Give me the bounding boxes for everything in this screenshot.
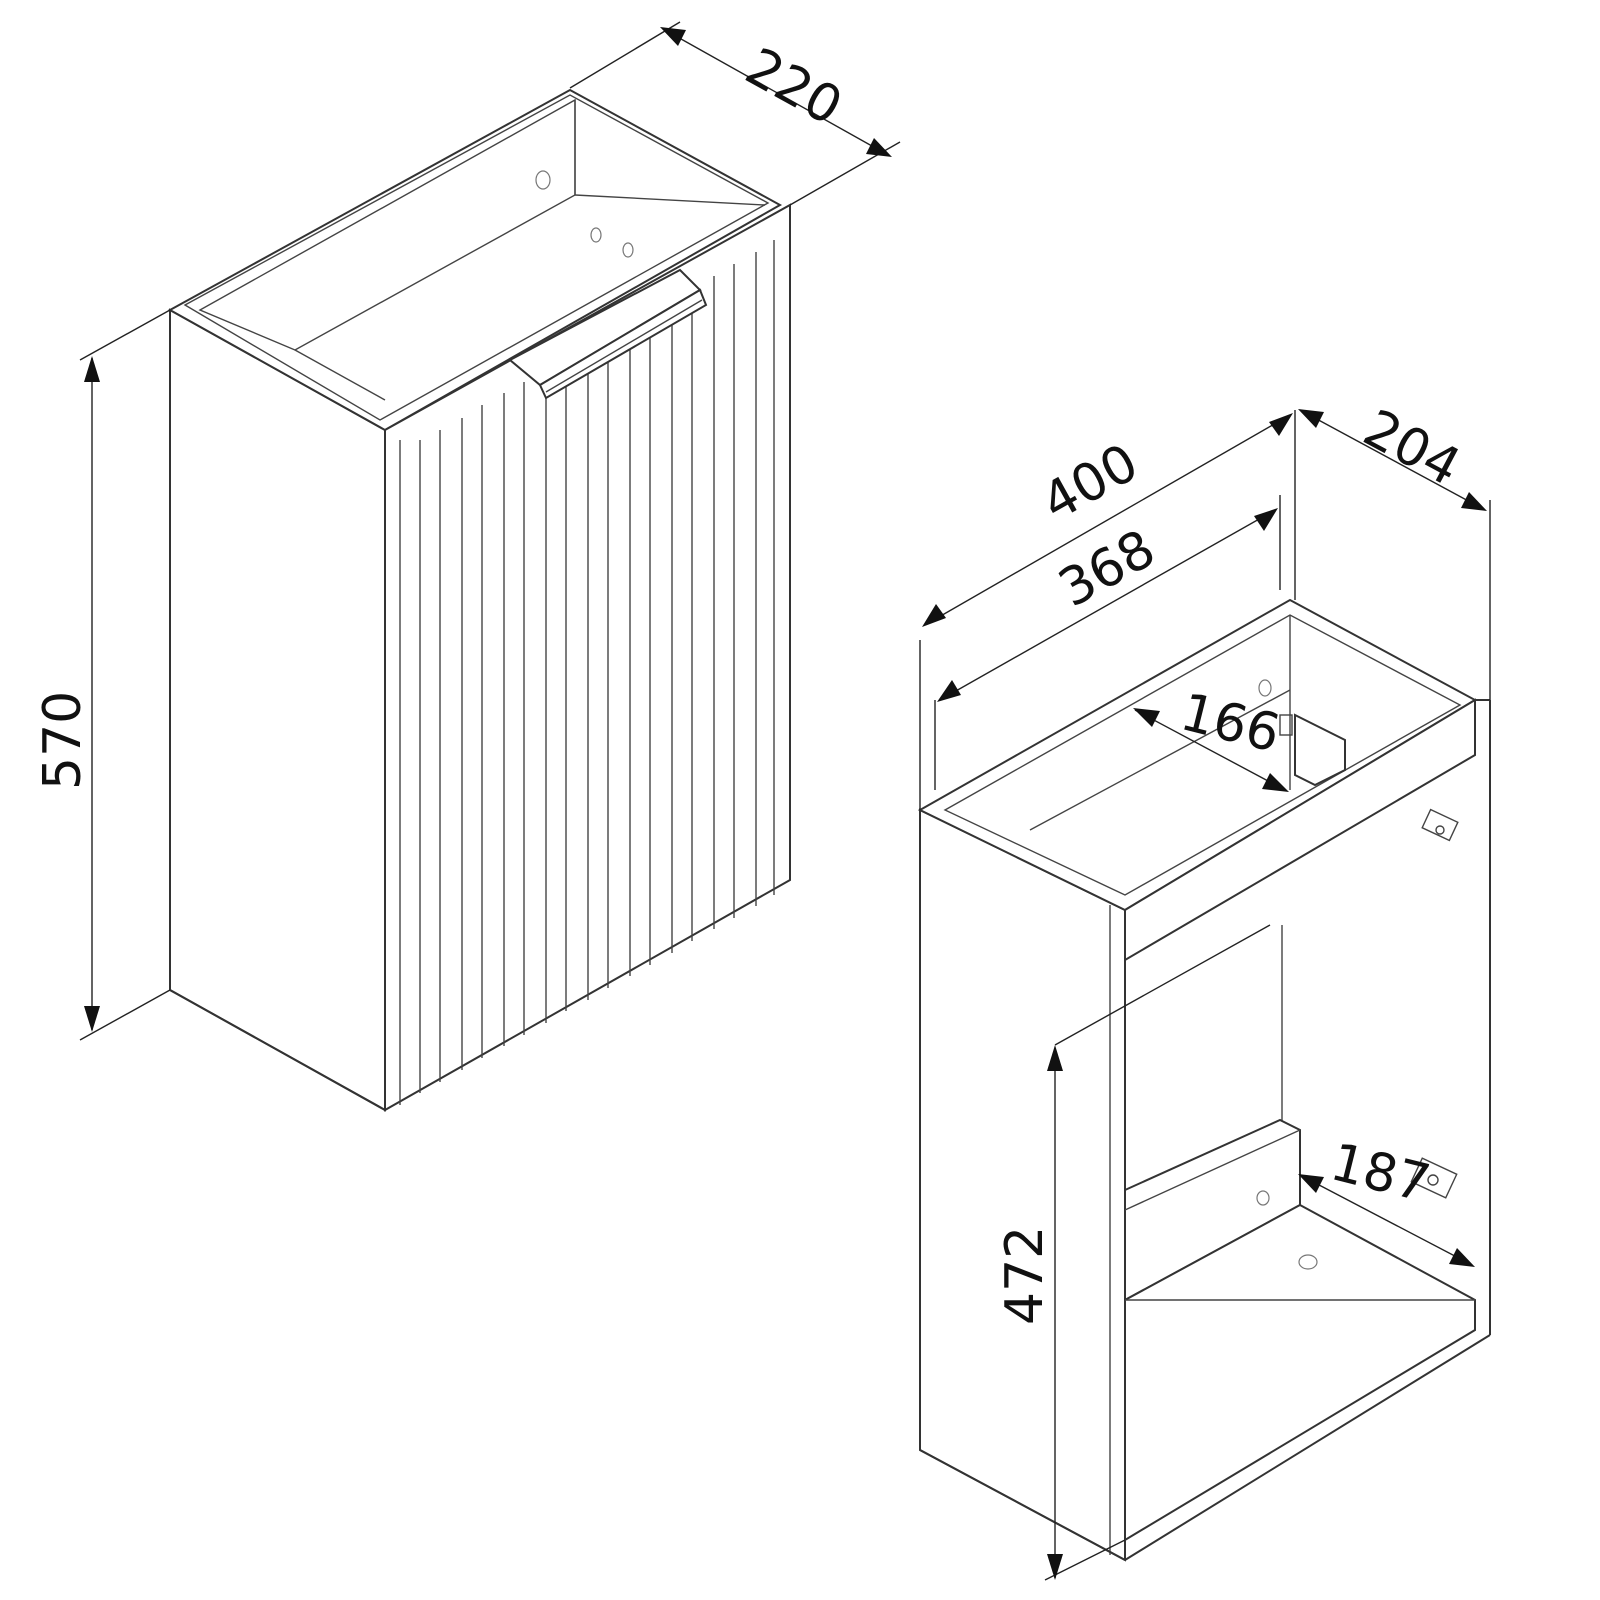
dimension-label-368: 368 <box>1049 519 1165 620</box>
dimension-label-570: 570 <box>33 691 93 790</box>
mounting-bracket <box>1294 713 1346 787</box>
dimension-label-472: 472 <box>995 1226 1055 1325</box>
dimension-label-187: 187 <box>1325 1132 1436 1214</box>
open-carcass <box>917 598 1491 1562</box>
cabinet-left-side <box>169 308 386 1112</box>
cabinet-top-opening <box>167 88 783 432</box>
dimension-570: 570 <box>33 309 171 1041</box>
closed-cabinet <box>167 88 791 1112</box>
dimension-label-204: 204 <box>1354 399 1470 499</box>
hinge-top <box>1421 808 1459 842</box>
dimension-label-400: 400 <box>1032 433 1148 534</box>
dimension-472: 472 <box>995 924 1271 1581</box>
dimension-label-220: 220 <box>736 37 852 138</box>
door-flutes <box>419 240 775 1093</box>
hinge-bottom <box>1410 1157 1458 1199</box>
carcass-left-side <box>919 808 1126 1562</box>
door-handle <box>508 268 708 400</box>
